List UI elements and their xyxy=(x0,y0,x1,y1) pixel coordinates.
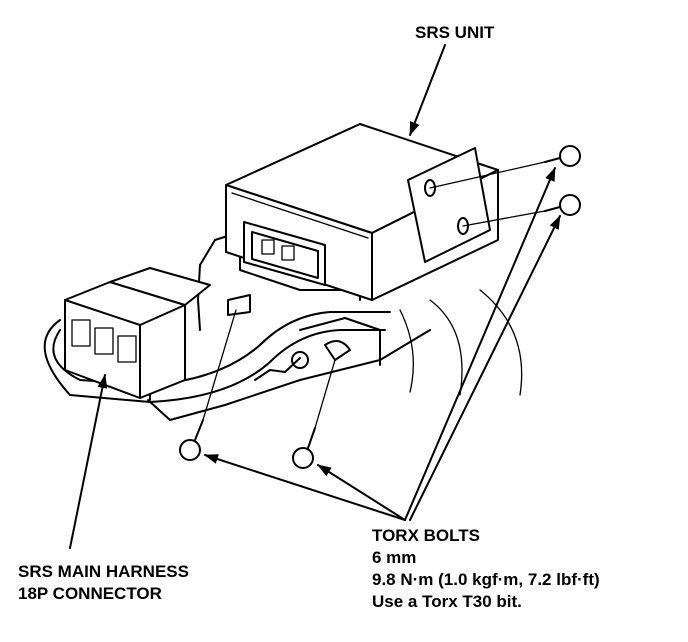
harness-cable xyxy=(43,311,391,403)
torx-bolt-upper-right xyxy=(544,145,581,167)
torx-bolt-lower-right xyxy=(544,194,581,216)
torx-label-torque: 9.8 N·m (1.0 kgf·m, 7.2 lbf·ft) xyxy=(372,570,600,589)
harness-label-line-2: 18P CONNECTOR xyxy=(18,584,162,603)
torx-label-size: 6 mm xyxy=(372,548,417,567)
torx-bolts-label: TORX BOLTS 6 mm 9.8 N·m (1.0 kgf·m, 7.2 … xyxy=(372,525,600,613)
torx-label-title: TORX BOLTS xyxy=(372,526,480,545)
harness-connector-label: SRS MAIN HARNESS 18P CONNECTOR xyxy=(18,561,189,605)
harness-label-line-1: SRS MAIN HARNESS xyxy=(18,562,189,581)
srs-unit-body xyxy=(225,123,499,301)
torx-bolt-left xyxy=(179,419,204,461)
alignment-lines xyxy=(202,161,546,429)
srs-unit-label: SRS UNIT xyxy=(415,23,495,42)
leader-arrows xyxy=(69,44,561,549)
torx-bolt-center xyxy=(292,427,316,469)
torx-label-bit: Use a Torx T30 bit. xyxy=(372,592,522,611)
harness-18p-connector xyxy=(64,267,211,399)
